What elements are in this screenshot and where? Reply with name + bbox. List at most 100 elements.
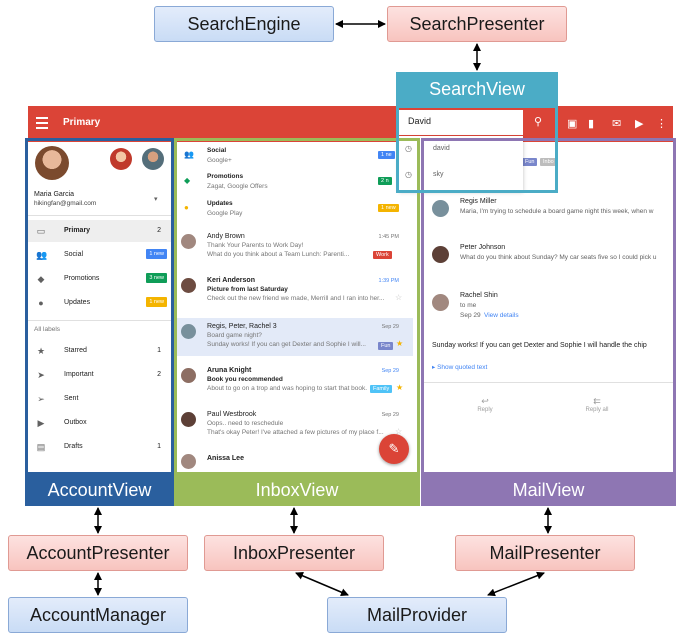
account-view-label: AccountView: [25, 474, 174, 506]
message-row[interactable]: Paul Westbrook Sep 29 Oops.. need to res…: [177, 408, 413, 442]
divider: [28, 215, 171, 216]
nav-item-updates[interactable]: ● Updates 1 new: [28, 292, 171, 314]
people-icon: 👥: [36, 250, 48, 260]
app-bar-title: Primary: [63, 117, 101, 128]
inbox-presenter-box: InboxPresenter: [204, 535, 384, 571]
avatar: [432, 246, 449, 263]
show-quoted-link[interactable]: ▸ Show quoted text: [432, 364, 488, 371]
nav-item-starred[interactable]: ★ Starred 1: [36, 346, 161, 356]
new-badge: 3 new: [146, 273, 167, 283]
star-icon[interactable]: ☆: [395, 427, 403, 436]
avatar: [181, 278, 196, 293]
secondary-avatar[interactable]: [110, 148, 132, 170]
menu-icon[interactable]: [36, 117, 48, 132]
star-icon[interactable]: ☆: [395, 293, 403, 302]
reply-button[interactable]: ↩ Reply: [474, 396, 496, 413]
thread-message[interactable]: Peter Johnson What do you think about Su…: [424, 244, 673, 274]
message-row-selected[interactable]: Regis, Peter, Rachel 3 Sep 29 Board game…: [177, 318, 413, 356]
avatar[interactable]: [35, 146, 69, 180]
account-view-frame: [25, 138, 174, 475]
label-chip: Fun: [522, 158, 538, 166]
search-input[interactable]: David: [408, 116, 432, 126]
history-icon: ◷: [405, 144, 412, 153]
account-email: hikingfan@gmail.com: [34, 200, 97, 207]
reply-icon: ↩: [481, 396, 489, 406]
star-icon[interactable]: ★: [396, 339, 404, 348]
avatar: [181, 368, 196, 383]
category-promotions[interactable]: ◆ Promotions Zagat, Google Offers 2 n: [177, 170, 413, 194]
mail-presenter-box: MailPresenter: [455, 535, 635, 571]
category-social[interactable]: 👥 Social Google+ 1 ne: [177, 144, 413, 168]
nav-item-drafts[interactable]: ▤ Drafts 1: [36, 442, 161, 452]
important-icon: ➤: [37, 370, 45, 380]
message-row[interactable]: Keri Anderson 1:39 PM Picture from last …: [177, 274, 413, 308]
label-icon[interactable]: ▶: [635, 118, 644, 130]
inbox-panel: 👥 Social Google+ 1 ne ◆ Promotions Zagat…: [177, 142, 417, 472]
send-icon: ➢: [37, 394, 45, 404]
avatar: [432, 200, 449, 217]
search-view-label: SearchView: [396, 72, 558, 106]
message-row[interactable]: Andy Brown 1:45 PM Thank Your Parents to…: [177, 230, 413, 264]
avatar: [181, 234, 196, 249]
search-box[interactable]: David: [399, 110, 523, 136]
avatar: [181, 412, 196, 427]
suggestion-item[interactable]: ◷ david: [405, 144, 450, 153]
account-panel: Maria Garcia hikingfan@gmail.com ▾ ▭ Pri…: [28, 142, 171, 472]
all-labels-heading: All labels: [34, 326, 61, 333]
mail-view-frame: [421, 138, 676, 475]
chevron-down-icon[interactable]: ▾: [154, 196, 158, 203]
delete-icon[interactable]: ▮: [588, 118, 595, 130]
nav-item-primary[interactable]: ▭ Primary 2: [28, 220, 171, 242]
avatar: [432, 294, 449, 311]
new-badge: 1 ne: [378, 151, 395, 159]
nav-item-outbox[interactable]: ▶ Outbox: [37, 418, 87, 428]
new-badge: 1 new: [146, 249, 167, 259]
secondary-avatar[interactable]: [142, 148, 164, 170]
reply-all-icon: ⇇: [593, 396, 601, 406]
thread-message-open[interactable]: Rachel Shin to me Sep 29 View details: [424, 292, 673, 332]
nav-item-sent[interactable]: ➢ Sent: [37, 394, 79, 404]
drafts-icon: ▤: [36, 442, 46, 452]
divider: [28, 320, 171, 321]
nav-item-promotions[interactable]: ◆ Promotions 3 new: [28, 268, 171, 290]
history-icon: ◷: [405, 170, 412, 179]
avatar: [181, 324, 196, 339]
info-icon: ●: [184, 203, 189, 212]
arrow-inboxpresenter-mailprovider: [295, 572, 349, 596]
more-icon[interactable]: ⋮: [656, 118, 667, 130]
account-name: Maria Garcia: [34, 191, 75, 198]
label-chip: Fun: [378, 342, 394, 350]
account-manager-box: AccountManager: [8, 597, 188, 633]
search-engine-box: SearchEngine: [154, 6, 334, 42]
divider: [424, 382, 673, 383]
tag-icon: ◆: [184, 176, 191, 185]
avatar: [181, 454, 196, 469]
message-row[interactable]: Aruna Knight Sep 29 Book you recommended…: [177, 364, 413, 398]
inbox-view-label: InboxView: [174, 474, 420, 506]
search-view-frame: [396, 105, 558, 193]
nav-item-social[interactable]: 👥 Social 1 new: [28, 244, 171, 266]
message-row[interactable]: Anissa Lee: [177, 450, 413, 472]
suggestion-item[interactable]: ◷ sky: [405, 170, 444, 179]
compose-fab[interactable]: ✎: [379, 434, 409, 464]
people-icon: 👥: [184, 150, 194, 159]
mail-icon[interactable]: ✉: [612, 118, 622, 130]
search-presenter-box: SearchPresenter: [387, 6, 567, 42]
search-icon[interactable]: ⚲: [534, 116, 543, 128]
view-details-link[interactable]: View details: [484, 312, 519, 319]
tag-icon: ◆: [37, 274, 45, 284]
nav-item-important[interactable]: ➤ Important 2: [37, 370, 161, 380]
thread-message[interactable]: Regis Miller Maria, I'm trying to schedu…: [424, 198, 673, 228]
new-badge: 1 new: [378, 204, 399, 212]
label-chip: Family: [370, 385, 393, 393]
category-updates[interactable]: ● Updates Google Play 1 new: [177, 197, 413, 221]
reply-all-button[interactable]: ⇇ Reply all: [582, 396, 612, 413]
archive-icon[interactable]: ▣: [567, 118, 578, 130]
mail-provider-box: MailProvider: [327, 597, 507, 633]
star-icon: ★: [36, 346, 46, 356]
new-badge: 1 new: [146, 297, 167, 307]
mail-view-label: MailView: [421, 474, 676, 506]
search-button-area: ⚲: [523, 110, 556, 136]
info-icon: ●: [38, 298, 44, 308]
star-icon[interactable]: ★: [396, 383, 404, 392]
